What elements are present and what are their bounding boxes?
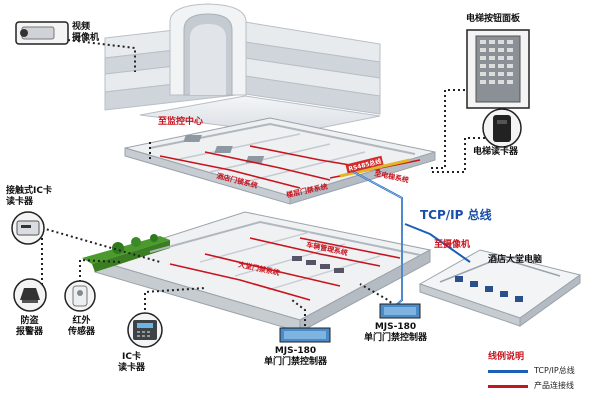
- to-camera-label: 至摄像机: [434, 240, 471, 250]
- lobby-computer-room: [418, 249, 582, 327]
- legend-item-product: 产品连接线: [488, 380, 598, 392]
- video-camera-label: 视频 摄像机: [72, 22, 99, 44]
- video-camera-label-line1: 视频: [72, 22, 91, 32]
- ir-sensor-label: 红外 传感器: [68, 316, 95, 338]
- alarm-label-line2: 报警器: [16, 326, 44, 337]
- video-camera-label-line2: 摄像机: [72, 32, 100, 43]
- legend: 线例说明 TCP/IP总线 产品连接线: [488, 349, 598, 397]
- elevator-reader-label: 电梯读卡器: [473, 147, 519, 157]
- mjs-controller-left-device: [279, 327, 331, 343]
- mjs-left-label-line1: MJS-180: [274, 346, 317, 356]
- mjs-left-label-line2: 单门门禁控制器: [264, 356, 328, 367]
- mjs-controller-right-device: [379, 303, 421, 319]
- ir-sensor-label-line1: 红外: [72, 316, 91, 326]
- alarm-label: 防盗 报警器: [16, 316, 43, 338]
- contact-reader-label-line2: 读卡器: [6, 196, 34, 207]
- legend-item-tcp: TCP/IP总线: [488, 365, 598, 377]
- legend-swatch-product: [488, 385, 528, 388]
- legend-label-tcp: TCP/IP总线: [534, 366, 575, 375]
- ic-reader-label-line1: IC卡: [122, 352, 141, 362]
- mjs-right-label: MJS-180 单门门禁控制器: [364, 322, 427, 344]
- contact-reader-device: [11, 211, 45, 245]
- ic-reader-device: [127, 312, 163, 348]
- ir-sensor-device: [64, 280, 96, 312]
- ic-reader-label-line2: 读卡器: [118, 362, 146, 373]
- contact-reader-label: 接触式IC卡 读卡器: [6, 186, 52, 208]
- top-building: [104, 3, 381, 135]
- tcp-ip-bus-label: TCP/IP 总线: [420, 208, 492, 222]
- alarm-device: [13, 278, 47, 312]
- legend-label-product: 产品连接线: [534, 381, 574, 390]
- alarm-label-line1: 防盗: [20, 316, 39, 326]
- video-camera-device: [15, 21, 69, 45]
- lobby-pc-label: 酒店大堂电脑: [488, 255, 543, 265]
- mjs-right-label-line1: MJS-180: [374, 322, 417, 332]
- contact-reader-label-line1: 接触式IC卡: [6, 186, 52, 196]
- ic-reader-label: IC卡 读卡器: [118, 352, 145, 374]
- elevator-reader-device: [482, 108, 522, 148]
- mjs-right-label-line2: 单门门禁控制器: [364, 332, 428, 343]
- mjs-left-label: MJS-180 单门门禁控制器: [264, 346, 327, 368]
- monitoring-center-label: 至监控中心: [158, 117, 204, 127]
- ir-sensor-label-line2: 传感器: [68, 326, 96, 337]
- legend-swatch-tcp: [488, 370, 528, 373]
- middle-floor: [124, 117, 436, 205]
- ground-floor: [82, 211, 432, 333]
- legend-title: 线例说明: [488, 352, 525, 362]
- elevator-panel-label: 电梯按钮面板: [466, 14, 521, 24]
- elevator-panel-device: [466, 29, 530, 109]
